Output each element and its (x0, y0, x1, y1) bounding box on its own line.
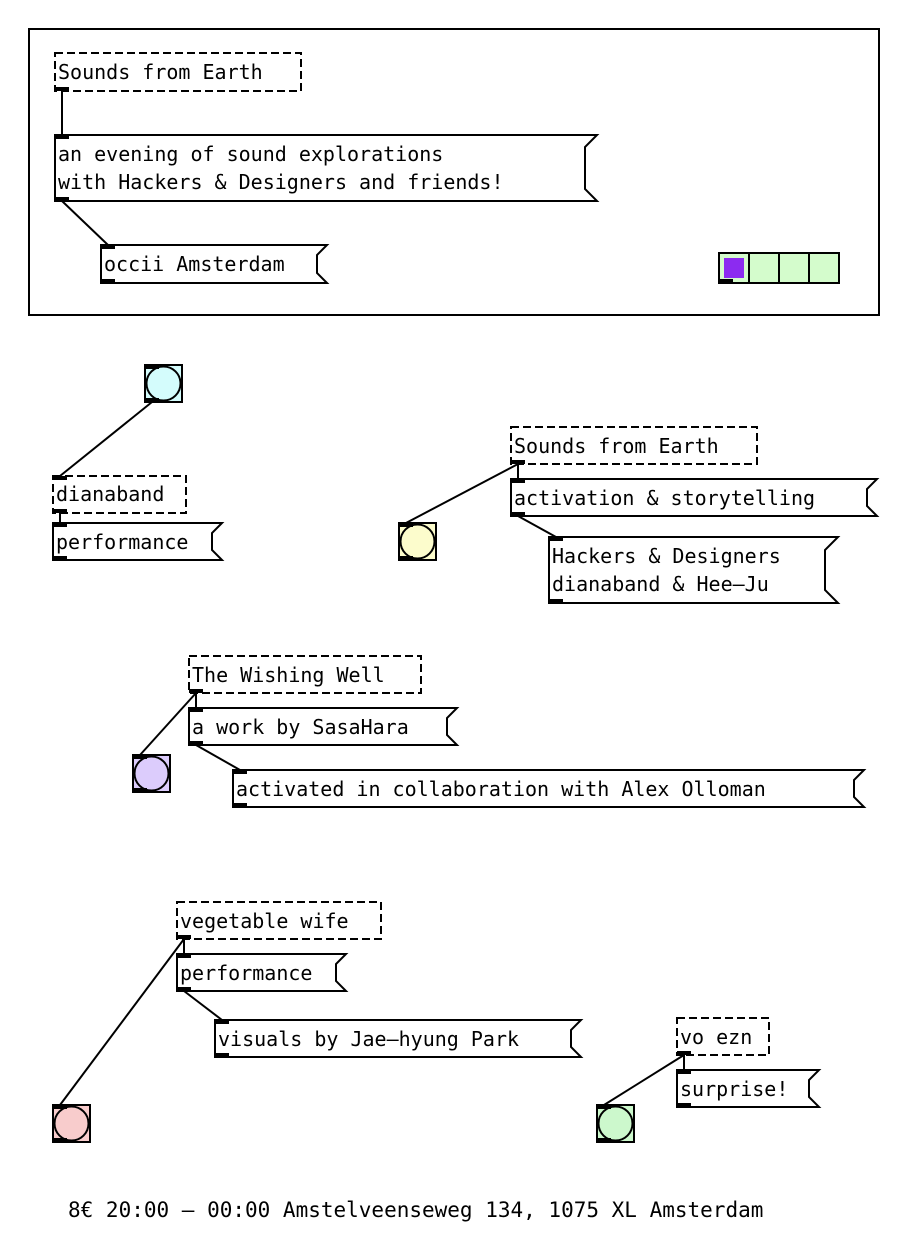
venue-message[interactable]: occii Amsterdam (100, 244, 330, 284)
sfe-credits-line-2: dianaband & Hee–Ju (552, 572, 769, 596)
bang-vo-ezn[interactable] (596, 1104, 635, 1143)
header-subtitle-line-2: with Hackers & Designers and friends! (58, 170, 504, 194)
patch-cord (603, 1054, 685, 1106)
inlet (145, 365, 159, 369)
venue-text: occii Amsterdam (104, 252, 285, 276)
horizontal-radio[interactable] (718, 252, 840, 284)
vegetable-wife-performance-text: performance (180, 961, 312, 985)
radio-cell[interactable] (748, 252, 780, 284)
wishing-well-title: The Wishing Well (192, 663, 385, 687)
radio-cell[interactable] (808, 252, 840, 284)
outlet (53, 1138, 67, 1142)
wishing-well-collab-message[interactable]: activated in collaboration with Alex Oll… (232, 769, 867, 808)
bang-circle-icon (145, 365, 182, 402)
dianaband-title: dianaband (56, 482, 164, 506)
outlet (719, 279, 733, 283)
vegetable-wife-visuals-message[interactable]: visuals by Jae–hyung Park (214, 1019, 584, 1058)
header-title: Sounds from Earth (58, 60, 263, 84)
wishing-well-collab-text: activated in collaboration with Alex Oll… (236, 777, 766, 801)
outlet (399, 556, 413, 560)
dianaband-performance-message[interactable]: performance (52, 522, 225, 561)
vegetable-wife-title: vegetable wife (180, 909, 349, 933)
vegetable-wife-title-comment[interactable]: vegetable wife (176, 901, 382, 940)
sfe-activation-text: activation & storytelling (514, 486, 815, 510)
outlet (145, 398, 159, 402)
vegetable-wife-visuals-text: visuals by Jae–hyung Park (218, 1027, 519, 1051)
patch-cords (59, 91, 685, 1106)
radio-cell[interactable] (778, 252, 810, 284)
bang-box[interactable] (52, 1104, 91, 1143)
bang-vegetable-wife[interactable] (52, 1104, 91, 1143)
bang-box[interactable] (144, 364, 183, 403)
sfe-credits-message[interactable]: Hackers & Designers dianaband & Hee–Ju (548, 536, 841, 604)
bang-circle-icon (133, 755, 170, 792)
dianaband-title-comment[interactable]: dianaband (52, 475, 187, 514)
bang-circle-icon (597, 1105, 634, 1142)
wishing-well-author-message[interactable]: a work by SasaHara (188, 707, 460, 746)
inlet (133, 755, 147, 759)
patch-cord (195, 744, 241, 771)
vo-ezn-title-comment[interactable]: vo ezn (676, 1017, 770, 1056)
sfe-title: Sounds from Earth (514, 434, 719, 458)
patch-cord (59, 938, 185, 1106)
sfe-activation-message[interactable]: activation & storytelling (510, 478, 880, 517)
bang-box[interactable] (596, 1104, 635, 1143)
dianaband-performance-text: performance (56, 530, 188, 554)
vo-ezn-title: vo ezn (680, 1025, 752, 1049)
header-frame (28, 28, 880, 316)
bang-wishing-well[interactable] (132, 754, 171, 793)
bang-circle-icon (53, 1105, 90, 1142)
bang-box[interactable] (398, 522, 437, 561)
bang-circle-icon (399, 523, 436, 560)
sfe-credits-line-1: Hackers & Designers (552, 544, 781, 568)
patch-cord (139, 692, 197, 756)
patch-cord (59, 401, 153, 477)
bang-sounds-from-earth[interactable] (398, 522, 437, 561)
outlet (133, 788, 147, 792)
wishing-well-title-comment[interactable]: The Wishing Well (188, 655, 422, 694)
patch-cord (405, 463, 519, 524)
event-info-footer: 8€ 20:00 – 00:00 Amstelveenseweg 134, 10… (68, 1198, 764, 1222)
header-subtitle-line-1: an evening of sound explorations (58, 142, 443, 166)
sfe-title-comment[interactable]: Sounds from Earth (510, 426, 758, 465)
inlet (597, 1105, 611, 1109)
vo-ezn-surprise-text: surprise! (680, 1077, 788, 1101)
radio-selected-indicator (724, 258, 744, 278)
header-subtitle-message[interactable]: an evening of sound explorations with Ha… (54, 134, 600, 202)
inlet (399, 523, 413, 527)
patch-cord (517, 515, 557, 538)
wishing-well-author-text: a work by SasaHara (192, 715, 409, 739)
bang-dianaband[interactable] (144, 364, 183, 403)
inlet (53, 1105, 67, 1109)
patch-cord (61, 200, 109, 246)
bang-box[interactable] (132, 754, 171, 793)
outlet (597, 1138, 611, 1142)
patch-cord (183, 990, 223, 1021)
vegetable-wife-performance-message[interactable]: performance (176, 953, 349, 992)
header-title-comment[interactable]: Sounds from Earth (54, 52, 302, 92)
vo-ezn-surprise-message[interactable]: surprise! (676, 1069, 822, 1108)
